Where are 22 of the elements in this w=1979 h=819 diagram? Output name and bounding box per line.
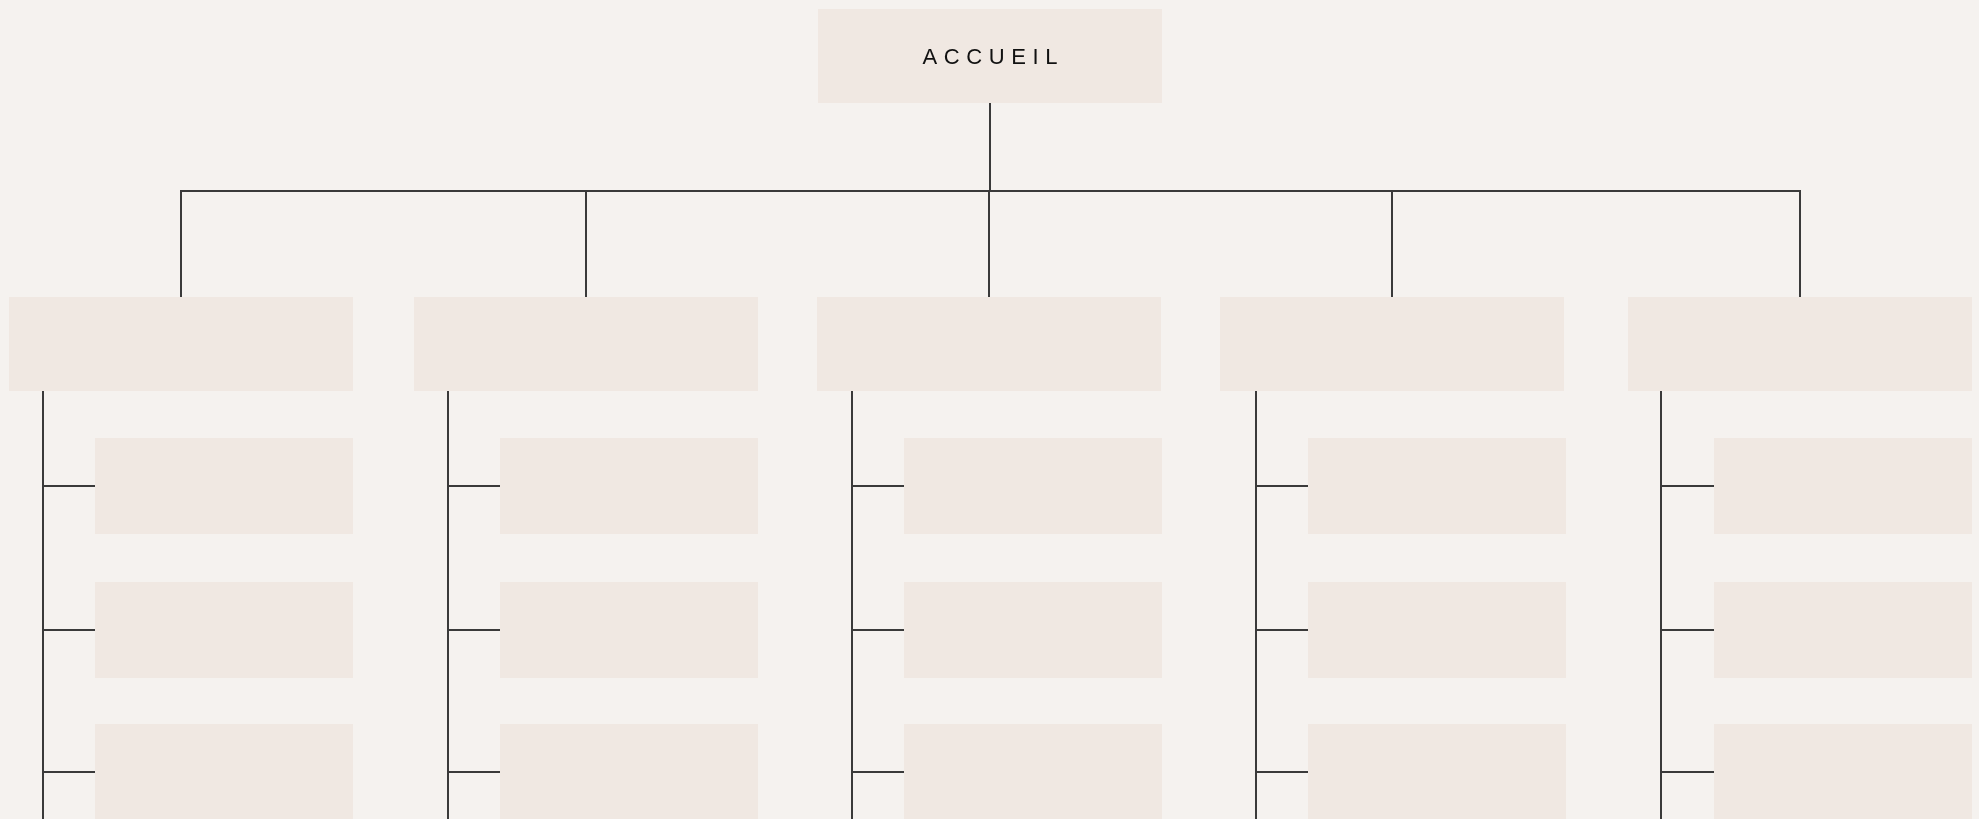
box-label: ACCUEIL <box>921 42 1065 71</box>
empty-box <box>1308 438 1566 534</box>
empty-box <box>500 438 758 534</box>
empty-box <box>817 297 1161 391</box>
empty-box <box>95 438 353 534</box>
empty-box <box>9 297 353 391</box>
empty-box <box>95 724 353 819</box>
empty-box <box>904 724 1162 819</box>
empty-box <box>1308 724 1566 819</box>
page-box <box>818 9 1162 103</box>
empty-box <box>414 297 758 391</box>
empty-box <box>904 438 1162 534</box>
empty-box <box>1714 438 1972 534</box>
empty-box <box>1308 582 1566 678</box>
empty-box <box>95 582 353 678</box>
empty-box <box>500 724 758 819</box>
empty-box <box>904 582 1162 678</box>
empty-box <box>500 582 758 678</box>
empty-box <box>1220 297 1564 391</box>
empty-box <box>1714 724 1972 819</box>
empty-box <box>1714 582 1972 678</box>
empty-box <box>1628 297 1972 391</box>
